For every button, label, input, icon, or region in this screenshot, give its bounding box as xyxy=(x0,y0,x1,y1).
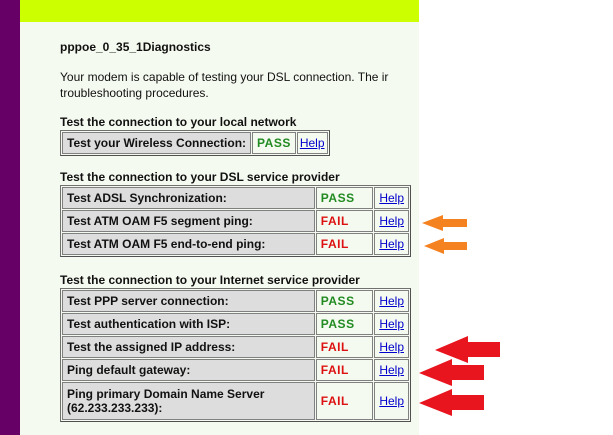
help-link[interactable]: Help xyxy=(379,294,404,308)
table-row: Test your Wireless Connection: PASS Help xyxy=(62,132,328,154)
section-heading-dsl-provider: Test the connection to your DSL service … xyxy=(60,170,340,184)
table-row: Test authentication with ISP: PASS Help xyxy=(62,313,409,335)
intro-line-2: troubleshooting procedures. xyxy=(60,86,209,100)
intro-text: Your modem is capable of testing your DS… xyxy=(60,69,419,101)
help-link[interactable]: Help xyxy=(379,340,404,354)
left-arrow-icon xyxy=(424,238,467,254)
test-label: Test PPP server connection: xyxy=(62,290,315,312)
table-row: Ping default gateway: FAIL Help xyxy=(62,359,409,381)
left-sidebar xyxy=(0,0,20,435)
table-row: Test ATM OAM F5 end-to-end ping: FAIL He… xyxy=(62,233,409,255)
status-badge: FAIL xyxy=(315,210,374,232)
help-link[interactable]: Help xyxy=(299,136,325,150)
left-arrow-icon xyxy=(422,215,467,231)
table-row: Test PPP server connection: PASS Help xyxy=(62,290,409,312)
dsl-provider-table: Test ADSL Synchronization: PASS Help Tes… xyxy=(60,185,411,257)
test-label-line-2: (62.233.233.233): xyxy=(67,401,163,415)
status-badge: FAIL xyxy=(315,382,374,420)
status-badge: FAIL xyxy=(315,359,374,381)
table-row: Test ADSL Synchronization: PASS Help xyxy=(62,187,409,209)
test-label: Test ATM OAM F5 end-to-end ping: xyxy=(62,233,315,255)
table-row: Test ATM OAM F5 segment ping: FAIL Help xyxy=(62,210,409,232)
page-title: pppoe_0_35_1Diagnostics xyxy=(60,40,211,54)
top-banner xyxy=(20,0,419,22)
status-badge: FAIL xyxy=(315,233,374,255)
test-label: Ping default gateway: xyxy=(62,359,315,381)
left-arrow-icon xyxy=(419,359,484,386)
intro-line-1: Your modem is capable of testing your DS… xyxy=(60,70,389,84)
help-link[interactable]: Help xyxy=(379,214,404,228)
help-link[interactable]: Help xyxy=(379,394,404,408)
table-row: Test the assigned IP address: FAIL Help xyxy=(62,336,409,358)
internet-provider-table: Test PPP server connection: PASS Help Te… xyxy=(60,288,411,422)
help-link[interactable]: Help xyxy=(379,191,404,205)
section-heading-internet-provider: Test the connection to your Internet ser… xyxy=(60,273,360,287)
test-label: Test authentication with ISP: xyxy=(62,313,315,335)
status-badge: PASS xyxy=(315,290,374,312)
test-label: Test ADSL Synchronization: xyxy=(62,187,315,209)
status-badge: PASS xyxy=(252,132,296,154)
status-badge: PASS xyxy=(315,313,374,335)
status-badge: FAIL xyxy=(315,336,374,358)
test-label: Test ATM OAM F5 segment ping: xyxy=(62,210,315,232)
test-label-line-1: Ping primary Domain Name Server xyxy=(67,387,265,401)
test-label: Ping primary Domain Name Server (62.233.… xyxy=(62,382,315,420)
local-network-table: Test your Wireless Connection: PASS Help xyxy=(60,130,330,156)
table-row: Ping primary Domain Name Server (62.233.… xyxy=(62,382,409,420)
test-label: Test the assigned IP address: xyxy=(62,336,315,358)
help-link[interactable]: Help xyxy=(379,363,404,377)
left-arrow-icon xyxy=(435,336,500,363)
left-arrow-icon xyxy=(419,389,484,416)
section-heading-local-network: Test the connection to your local networ… xyxy=(60,115,297,129)
help-link[interactable]: Help xyxy=(379,237,404,251)
status-badge: PASS xyxy=(315,187,374,209)
help-link[interactable]: Help xyxy=(379,317,404,331)
test-label: Test your Wireless Connection: xyxy=(62,132,252,154)
